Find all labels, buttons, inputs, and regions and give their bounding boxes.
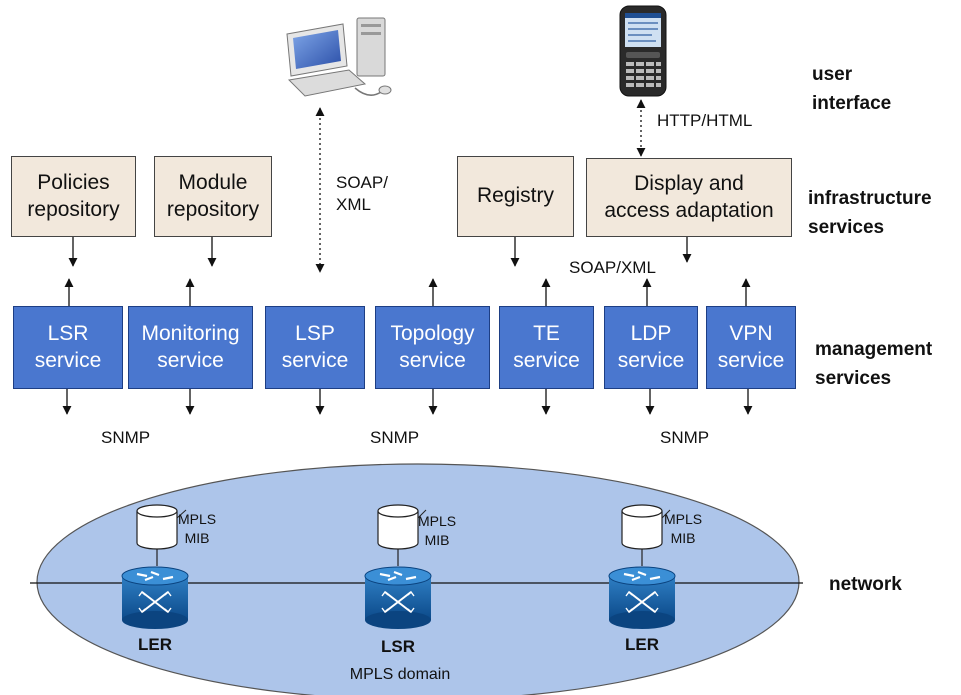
smartphone-icon <box>619 5 667 97</box>
database-cylinder-icon <box>377 504 427 566</box>
router-icon <box>121 566 189 629</box>
soap-xml-label-right: SOAP/XML <box>569 258 656 277</box>
router-label-ler-left: LER <box>138 635 172 654</box>
topology-service-box: Topology service <box>375 306 490 389</box>
http-html-label: HTTP/HTML <box>657 111 753 130</box>
display-access-adaptation-box: Display and access adaptation <box>586 158 792 237</box>
router-label-lsr: LSR <box>381 637 415 656</box>
database-cylinder-icon <box>621 504 671 566</box>
snmp-label-1: SNMP <box>101 428 151 447</box>
layer-label-management-services: management services <box>815 339 933 390</box>
module-repository-box: Module repository <box>154 156 272 237</box>
layer-label-network: network <box>829 574 902 595</box>
lsr-service-box: LSR service <box>13 306 123 389</box>
mpls-mib-label-2: MPLS MIB <box>418 513 457 548</box>
router-icon <box>608 566 676 629</box>
soap-xml-label-left: SOAP/ XML <box>336 173 388 215</box>
router-icon <box>364 566 432 629</box>
mpls-domain-label: MPLS domain <box>349 666 451 683</box>
router-label-ler-right: LER <box>625 635 659 654</box>
te-service-box: TE service <box>499 306 594 389</box>
snmp-label-2: SNMP <box>370 428 420 447</box>
database-cylinder-icon <box>136 504 187 566</box>
registry-box: Registry <box>457 156 574 237</box>
ldp-service-box: LDP service <box>604 306 698 389</box>
layer-label-user-interface: user interface <box>812 64 892 115</box>
snmp-label-3: SNMP <box>660 428 710 447</box>
policies-repository-box: Policies repository <box>11 156 136 237</box>
layer-label-infrastructure-services: infrastructure services <box>808 188 932 239</box>
mpls-mib-label-3: MPLS MIB <box>664 511 703 546</box>
lsp-service-box: LSP service <box>265 306 365 389</box>
mpls-mib-label-1: MPLS MIB <box>178 511 217 546</box>
vpn-service-box: VPN service <box>706 306 796 389</box>
desktop-computer-icon <box>286 17 392 97</box>
monitoring-service-box: Monitoring service <box>128 306 253 389</box>
